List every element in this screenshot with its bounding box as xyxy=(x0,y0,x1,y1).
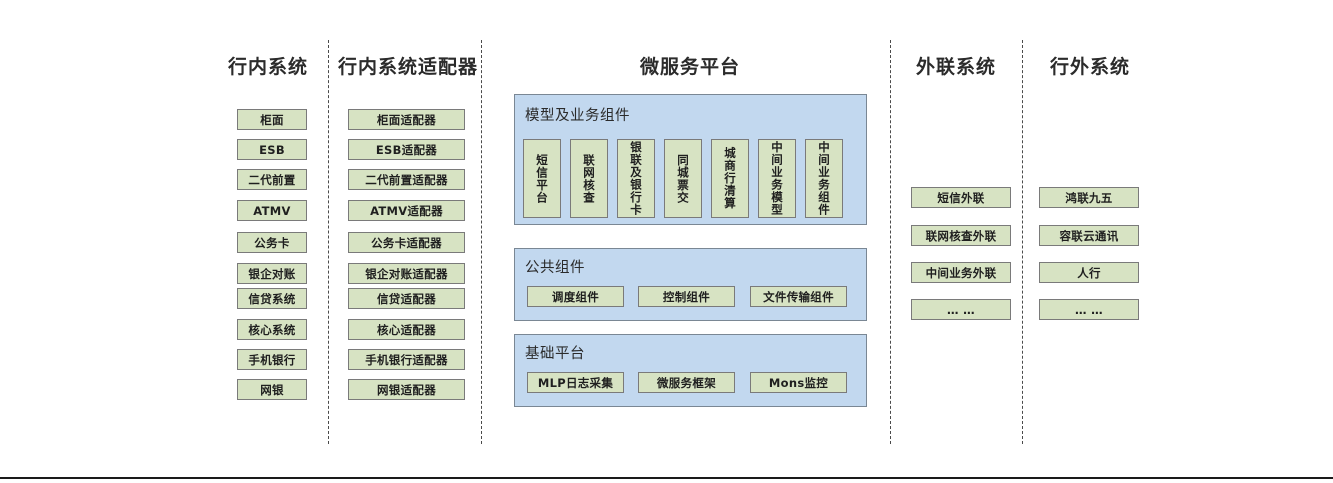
node-outside-bank-system[interactable]: 容联云通讯 xyxy=(1039,225,1139,246)
column-title-internal-adapters: 行内系统适配器 xyxy=(338,56,479,78)
node-internal-adapter[interactable]: 信贷适配器 xyxy=(348,288,465,309)
column-divider-1 xyxy=(328,40,329,444)
node-public-component[interactable]: 控制组件 xyxy=(638,286,735,307)
column-title-internal-systems: 行内系统 xyxy=(227,56,308,78)
node-external-link-system[interactable]: 短信外联 xyxy=(911,187,1011,208)
node-internal-adapter[interactable]: 柜面适配器 xyxy=(348,109,465,130)
node-internal-system[interactable]: 柜面 xyxy=(237,109,307,130)
node-model-component[interactable]: 银联及银行卡 xyxy=(617,139,655,218)
node-model-component[interactable]: 中间业务组件 xyxy=(805,139,843,218)
column-divider-4 xyxy=(1022,40,1023,444)
node-base-platform-component[interactable]: 微服务框架 xyxy=(638,372,735,393)
node-internal-system[interactable]: 信贷系统 xyxy=(237,288,307,309)
node-model-component[interactable]: 中间业务模型 xyxy=(758,139,796,218)
node-base-platform-component[interactable]: MLP日志采集 xyxy=(527,372,624,393)
node-external-link-system[interactable]: 联网核查外联 xyxy=(911,225,1011,246)
node-internal-adapter[interactable]: ATMV适配器 xyxy=(348,200,465,221)
node-public-component[interactable]: 文件传输组件 xyxy=(750,286,847,307)
node-internal-adapter[interactable]: 网银适配器 xyxy=(348,379,465,400)
node-internal-system[interactable]: ATMV xyxy=(237,200,307,221)
node-internal-adapter[interactable]: 银企对账适配器 xyxy=(348,263,465,284)
node-internal-adapter[interactable]: ESB适配器 xyxy=(348,139,465,160)
node-outside-bank-system[interactable]: … … xyxy=(1039,299,1139,320)
node-internal-system[interactable]: 二代前置 xyxy=(237,169,307,190)
node-model-component[interactable]: 城商行清算 xyxy=(711,139,749,218)
panel-title-model-business-components: 模型及业务组件 xyxy=(525,108,630,124)
node-internal-system[interactable]: 银企对账 xyxy=(237,263,307,284)
node-internal-adapter[interactable]: 核心适配器 xyxy=(348,319,465,340)
node-external-link-system[interactable]: 中间业务外联 xyxy=(911,262,1011,283)
node-public-component[interactable]: 调度组件 xyxy=(527,286,624,307)
node-internal-system[interactable]: 核心系统 xyxy=(237,319,307,340)
node-internal-system[interactable]: ESB xyxy=(237,139,307,160)
column-divider-3 xyxy=(890,40,891,444)
node-internal-adapter[interactable]: 手机银行适配器 xyxy=(348,349,465,370)
panel-title-public-components: 公共组件 xyxy=(525,260,585,276)
node-internal-adapter[interactable]: 公务卡适配器 xyxy=(348,232,465,253)
column-title-external-link-systems: 外联系统 xyxy=(915,56,996,78)
node-outside-bank-system[interactable]: 人行 xyxy=(1039,262,1139,283)
panel-title-base-platform: 基础平台 xyxy=(525,346,585,362)
node-internal-system[interactable]: 手机银行 xyxy=(237,349,307,370)
node-internal-adapter[interactable]: 二代前置适配器 xyxy=(348,169,465,190)
node-internal-system[interactable]: 公务卡 xyxy=(237,232,307,253)
panel-public-components xyxy=(514,248,867,321)
node-model-component[interactable]: 短信平台 xyxy=(523,139,561,218)
panel-base-platform xyxy=(514,334,867,407)
node-model-component[interactable]: 同城票交 xyxy=(664,139,702,218)
bottom-rule xyxy=(0,477,1333,479)
node-base-platform-component[interactable]: Mons监控 xyxy=(750,372,847,393)
column-title-outside-bank-systems: 行外系统 xyxy=(1049,56,1130,78)
column-divider-2 xyxy=(481,40,482,444)
node-outside-bank-system[interactable]: 鸿联九五 xyxy=(1039,187,1139,208)
node-internal-system[interactable]: 网银 xyxy=(237,379,307,400)
node-model-component[interactable]: 联网核查 xyxy=(570,139,608,218)
node-external-link-system[interactable]: … … xyxy=(911,299,1011,320)
column-title-microservice-platform: 微服务平台 xyxy=(639,56,740,78)
